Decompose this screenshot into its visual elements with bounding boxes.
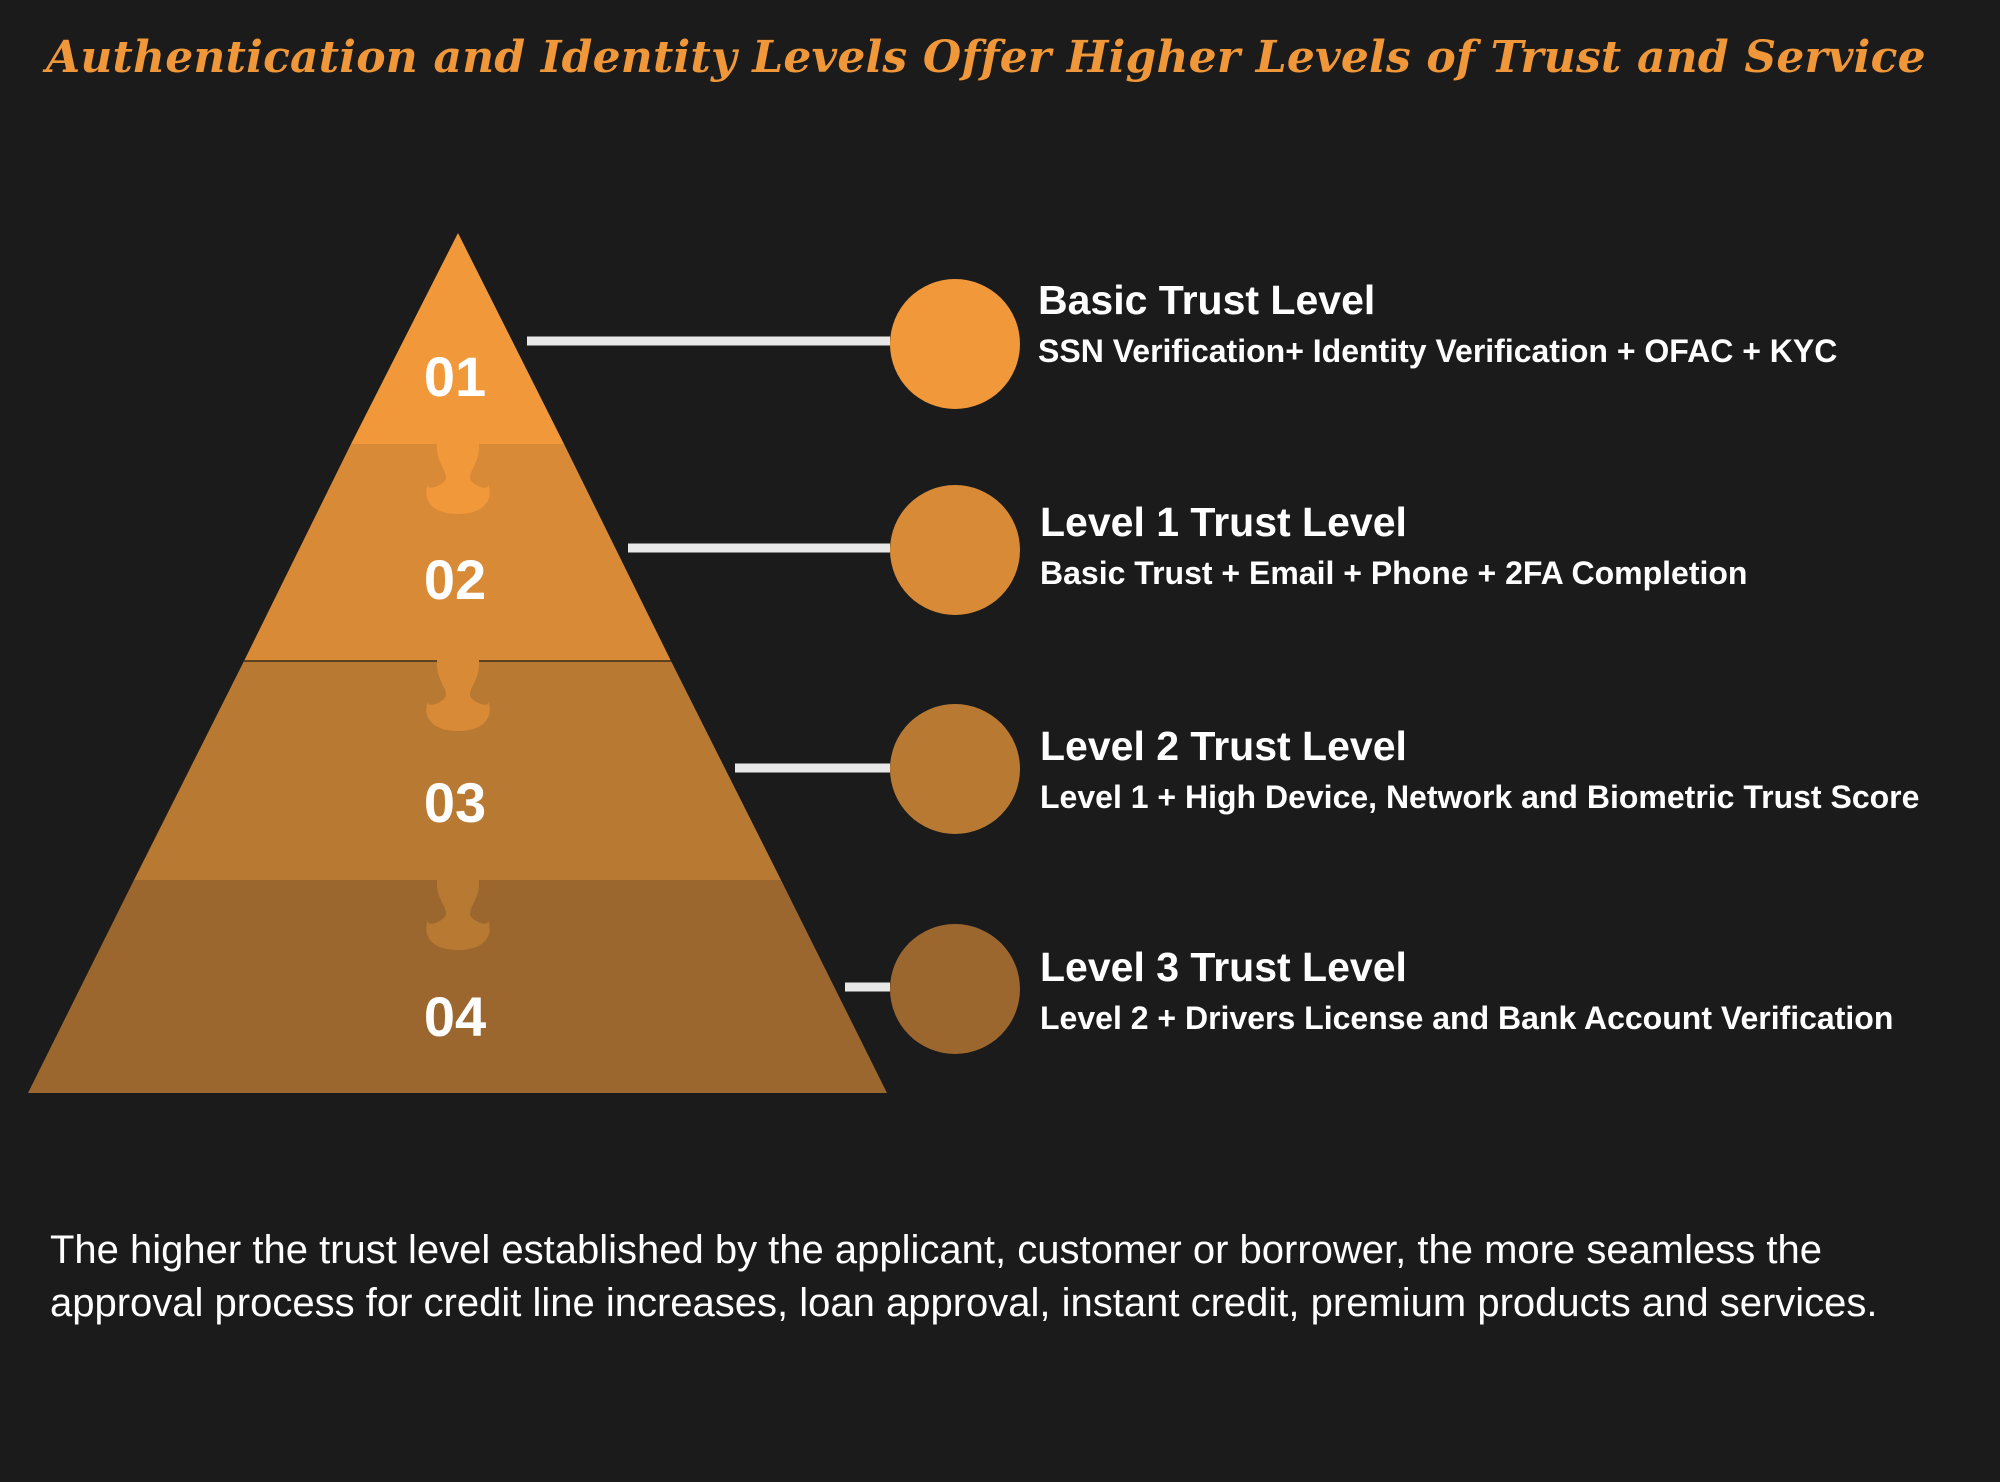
circle-marker-icon <box>890 704 1020 834</box>
level-title: Level 2 Trust Level <box>1040 723 1407 769</box>
level-label-level-2: Level 2 Trust Level Level 1 + High Devic… <box>1040 721 1919 819</box>
circle-marker-icon <box>890 924 1020 1054</box>
level-label-level-3: Level 3 Trust Level Level 2 + Drivers Li… <box>1040 942 1893 1040</box>
pyramid-tier-3 <box>134 661 781 880</box>
tier-number-4: 04 <box>424 985 486 1048</box>
page-title: Authentication and Identity Levels Offer… <box>46 32 1926 83</box>
pyramid-tier-2 <box>244 444 671 661</box>
trust-pyramid-diagram: 01 02 03 04 <box>28 233 1020 1093</box>
level-label-level-1: Level 1 Trust Level Basic Trust + Email … <box>1040 497 1747 595</box>
level-title: Basic Trust Level <box>1038 277 1376 323</box>
level-description: Level 1 + High Device, Network and Biome… <box>1040 779 1920 815</box>
puzzle-tab-3 <box>426 877 490 950</box>
tier-number-2: 02 <box>424 548 486 611</box>
pyramid-tier-1 <box>351 233 564 444</box>
level-label-basic: Basic Trust Level SSN Verification+ Iden… <box>1038 275 1837 373</box>
circle-marker-icon <box>890 279 1020 409</box>
pyramid-tier-4 <box>28 880 887 1093</box>
puzzle-tab-2 <box>426 658 490 731</box>
level-description: Level 2 + Drivers License and Bank Accou… <box>1040 1000 1894 1036</box>
tier-number-1: 01 <box>424 345 486 408</box>
puzzle-tab-1 <box>426 441 490 514</box>
footer-paragraph: The higher the trust level established b… <box>50 1228 1878 1325</box>
tier-number-3: 03 <box>424 771 486 834</box>
level-description: Basic Trust + Email + Phone + 2FA Comple… <box>1040 555 1748 591</box>
level-title: Level 3 Trust Level <box>1040 944 1407 990</box>
circle-marker-icon <box>890 485 1020 615</box>
level-description: SSN Verification+ Identity Verification … <box>1038 333 1838 369</box>
level-title: Level 1 Trust Level <box>1040 499 1407 545</box>
